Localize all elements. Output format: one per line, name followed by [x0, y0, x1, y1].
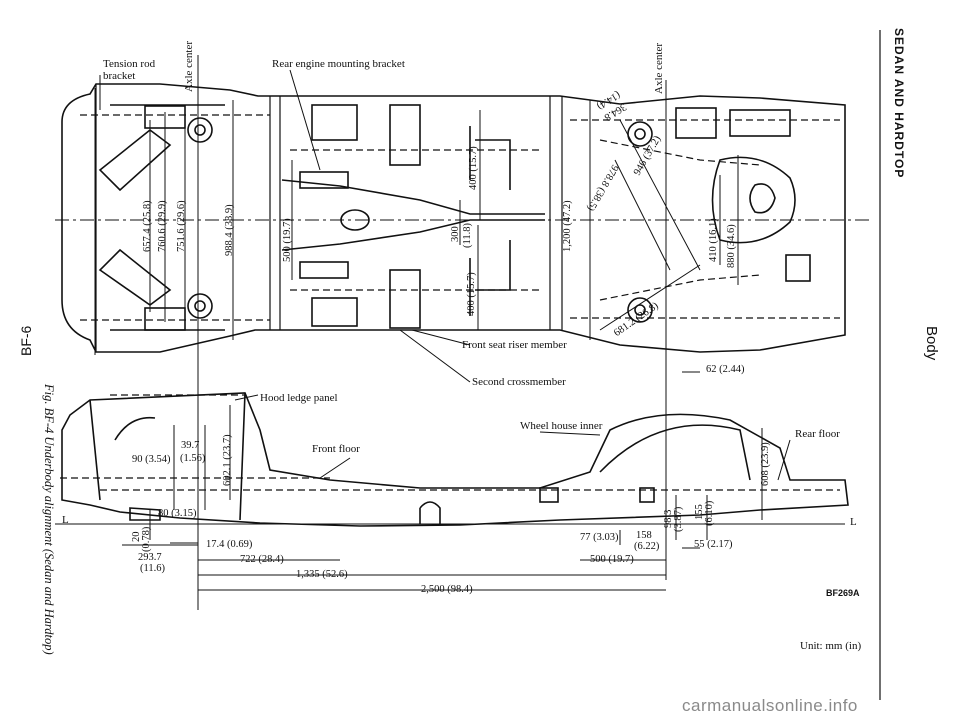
dim-722: 722 (28.4) — [240, 554, 284, 565]
section-title: Body — [923, 326, 940, 361]
front-seat-riser-label: Front seat riser member — [462, 339, 567, 351]
dim-400-lower: 400 (15.7) — [466, 272, 477, 316]
dim-20-in: (0.78) — [141, 526, 152, 552]
second-crossmember-label: Second crossmember — [472, 376, 566, 388]
dim-155-in: (6.10) — [704, 500, 715, 526]
dim-880: 880 (34.6) — [726, 224, 737, 268]
dim-158-in: (6.22) — [634, 541, 660, 552]
tension-rod-bracket-label: bracket — [103, 70, 136, 82]
dim-17-4: 17.4 (0.69) — [206, 539, 253, 550]
dim-988: 988.4 (38.9) — [224, 204, 235, 256]
top-view-outline — [61, 83, 846, 353]
dim-1200: 1,200 (47.2) — [562, 200, 573, 252]
front-floor-label: Front floor — [312, 443, 360, 455]
dim-55: 55 (2.17) — [694, 539, 733, 550]
dim-400-upper: 400 (15.7) — [468, 146, 479, 190]
ref-line-left-label: L — [62, 514, 69, 526]
hood-ledge-label: Hood ledge panel — [260, 392, 338, 404]
rear-engine-bracket-label: Rear engine mounting bracket — [272, 58, 405, 70]
dim-500-top: 500 (19.7) — [282, 218, 293, 262]
dim-77: 77 (3.03) — [580, 532, 619, 543]
dim-39-7-in: (1.56) — [180, 453, 206, 464]
dim-500-side: 500 (19.7) — [590, 554, 634, 565]
dim-300-in: (11.8) — [462, 223, 473, 248]
dim-657: 657.4 (25.8) — [142, 200, 153, 252]
dim-80: 80 (3.15) — [158, 508, 197, 519]
side-view-outline — [61, 392, 849, 527]
wheel-house-label: Wheel house inner — [520, 420, 603, 432]
dim-90: 90 (3.54) — [132, 454, 171, 465]
dim-751: 751.6 (29.6) — [176, 200, 187, 252]
chapter-title: SEDAN AND HARDTOP — [892, 28, 906, 179]
dim-293-7-in: (11.6) — [140, 563, 165, 574]
axle-center-front-label: Axle center — [183, 41, 195, 92]
figure-code: BF269A — [826, 588, 860, 598]
dim-760: 760.6 (29.9) — [157, 200, 168, 252]
dim-293-7: 293.7 — [138, 552, 162, 563]
dim-1335: 1,335 (52.6) — [296, 569, 348, 580]
dim-602: 602.1 (23.7) — [222, 434, 233, 486]
dim-2500: 2,500 (98.4) — [421, 584, 473, 595]
ref-line-right-label: L — [850, 516, 857, 528]
axle-center-rear-label: Axle center — [653, 43, 665, 94]
dim-158: 158 — [636, 530, 652, 541]
dim-39-7: 39.7 — [181, 440, 200, 451]
watermark: carmanualsonline.info — [682, 696, 858, 715]
dim-98-3-in: (3.87) — [673, 506, 684, 532]
tension-rod-label: Tension rod — [103, 58, 156, 70]
dim-62: 62 (2.44) — [706, 364, 745, 375]
figure-caption: Fig. BF-4 Underbody alignment (Sedan and… — [42, 384, 56, 655]
dim-608: 608 (23.9) — [760, 442, 771, 486]
dim-300: 300 — [450, 226, 461, 242]
rear-floor-label: Rear floor — [795, 428, 840, 440]
dim-410: 410 (16.1) — [708, 218, 719, 262]
unit-note: Unit: mm (in) — [800, 640, 862, 652]
page-number: BF-6 — [18, 325, 34, 356]
